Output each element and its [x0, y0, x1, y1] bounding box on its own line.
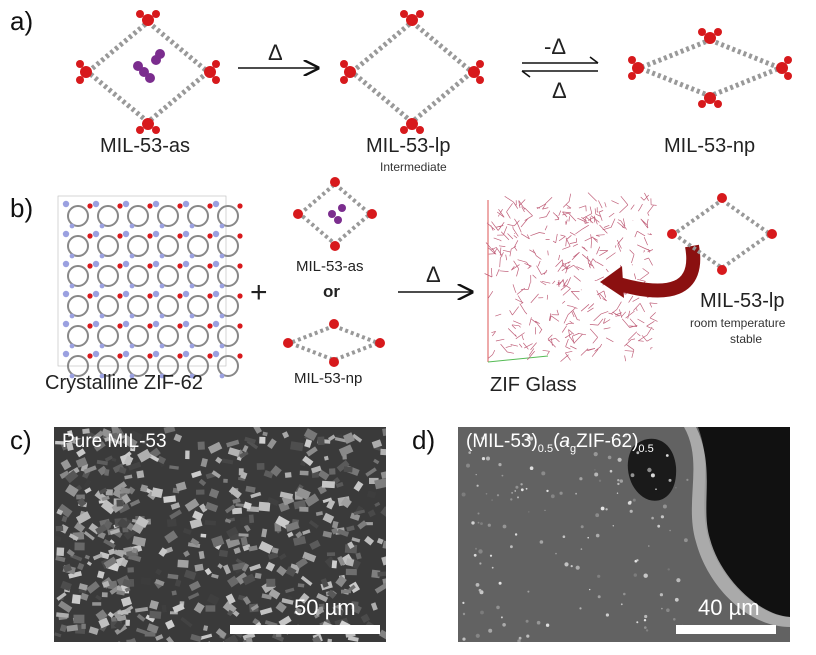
label-option-np: MIL-53-np — [294, 370, 363, 387]
scale-bar-d — [676, 625, 776, 634]
mil53-lp-small — [667, 193, 777, 275]
heat-symbol-reverse: Δ — [552, 78, 567, 103]
label-mil53-lp: MIL-53-lp — [366, 135, 451, 157]
sem-texture-c — [54, 427, 386, 642]
pore-dark — [698, 427, 790, 617]
zif-glass-network — [484, 192, 658, 363]
panel-d-label: d) — [412, 425, 436, 455]
red-curved-arrow — [609, 244, 701, 298]
zif62-crystal-structure — [57, 195, 243, 379]
label-intermediate: Intermediate — [380, 160, 447, 174]
label-option-as: MIL-53-as — [296, 258, 364, 275]
panel-a-label: a) — [10, 6, 34, 36]
label-mil53-as: MIL-53-as — [100, 135, 191, 157]
label-crystalline-zif62: Crystalline ZIF-62 — [45, 372, 203, 394]
mil53-as-structure — [76, 10, 220, 134]
cool-symbol: -Δ — [544, 34, 567, 59]
sem-c-title: Pure MIL-53 — [62, 431, 167, 452]
sem-image-pure-mil53: Pure MIL-53 50 µm — [54, 427, 386, 642]
scale-label-c: 50 µm — [294, 595, 356, 620]
label-stable: stable — [730, 332, 763, 346]
plus-sign: + — [250, 276, 268, 309]
sem-d-title: (MIL-53)0.5(agZIF-62)0.5 — [466, 431, 654, 455]
scale-label-d: 40 µm — [698, 595, 760, 620]
label-zif-glass: ZIF Glass — [490, 374, 577, 396]
heat-symbol-a: Δ — [268, 40, 283, 65]
panel-b-label: b) — [10, 193, 34, 223]
mil53-np-small — [283, 319, 385, 367]
label-mil53-lp-product: MIL-53-lp — [700, 290, 785, 312]
mil53-np-structure — [628, 28, 792, 108]
pore-small — [627, 438, 677, 501]
panel-c-label: c) — [10, 425, 32, 455]
guest-molecule — [133, 49, 165, 83]
scale-bar-c — [230, 625, 380, 634]
sem-texture-d — [458, 427, 790, 642]
red-arrow-head — [600, 266, 624, 298]
sem-image-composite: (MIL-53)0.5(agZIF-62)0.5 40 µm — [458, 427, 790, 642]
equilibrium-arrows — [521, 56, 599, 78]
mil53-as-small — [293, 177, 377, 251]
label-or: or — [323, 282, 340, 301]
mil53-lp-structure — [340, 10, 484, 134]
label-mil53-np: MIL-53-np — [664, 135, 756, 157]
heat-symbol-b: Δ — [426, 262, 441, 287]
label-room-temperature: room temperature — [690, 316, 786, 330]
